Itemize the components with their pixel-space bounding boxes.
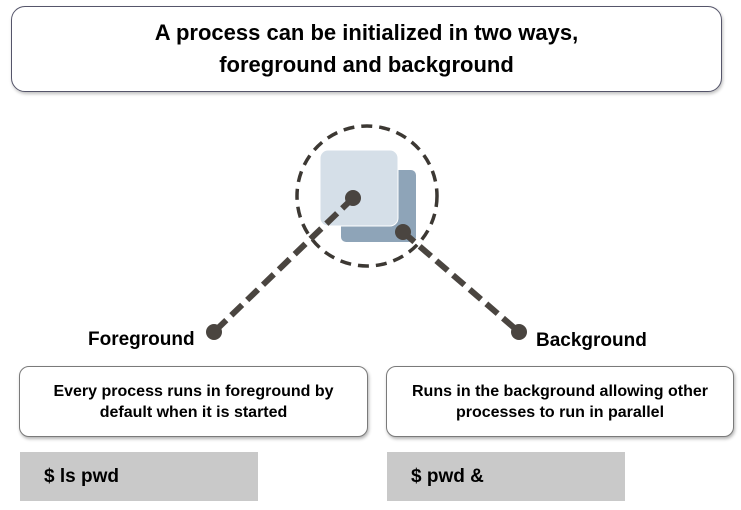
foreground-connector bbox=[211, 195, 356, 335]
foreground-description-box: Every process runs in foreground by defa… bbox=[19, 366, 368, 437]
center-dot-bottom bbox=[395, 224, 411, 240]
foreground-command-box: $ ls pwd bbox=[20, 452, 258, 501]
background-description-line-1: Runs in the background allowing other bbox=[411, 382, 708, 400]
background-command-box: $ pwd & bbox=[387, 452, 625, 501]
center-dot-top bbox=[345, 190, 361, 206]
background-label: Background bbox=[536, 330, 647, 351]
foreground-description-line-1: Every process runs in foreground by bbox=[53, 382, 334, 400]
process-windows-icon bbox=[319, 149, 416, 242]
background-description-line-2: processes to run in parallel bbox=[455, 403, 665, 421]
title-line-1: A process can be initialized in two ways… bbox=[154, 20, 579, 45]
background-description-box: Runs in the background allowing other pr… bbox=[386, 366, 734, 437]
foreground-description-line-2: default when it is started bbox=[99, 403, 288, 421]
title-line-2: foreground and background bbox=[219, 52, 514, 77]
title-box: A process can be initialized in two ways… bbox=[11, 6, 722, 92]
background-connector bbox=[401, 229, 521, 335]
foreground-endpoint-dot bbox=[206, 324, 222, 340]
foreground-command: $ ls pwd bbox=[44, 465, 119, 487]
background-endpoint-dot bbox=[511, 324, 527, 340]
foreground-label: Foreground bbox=[88, 329, 195, 350]
background-command: $ pwd & bbox=[411, 465, 484, 487]
